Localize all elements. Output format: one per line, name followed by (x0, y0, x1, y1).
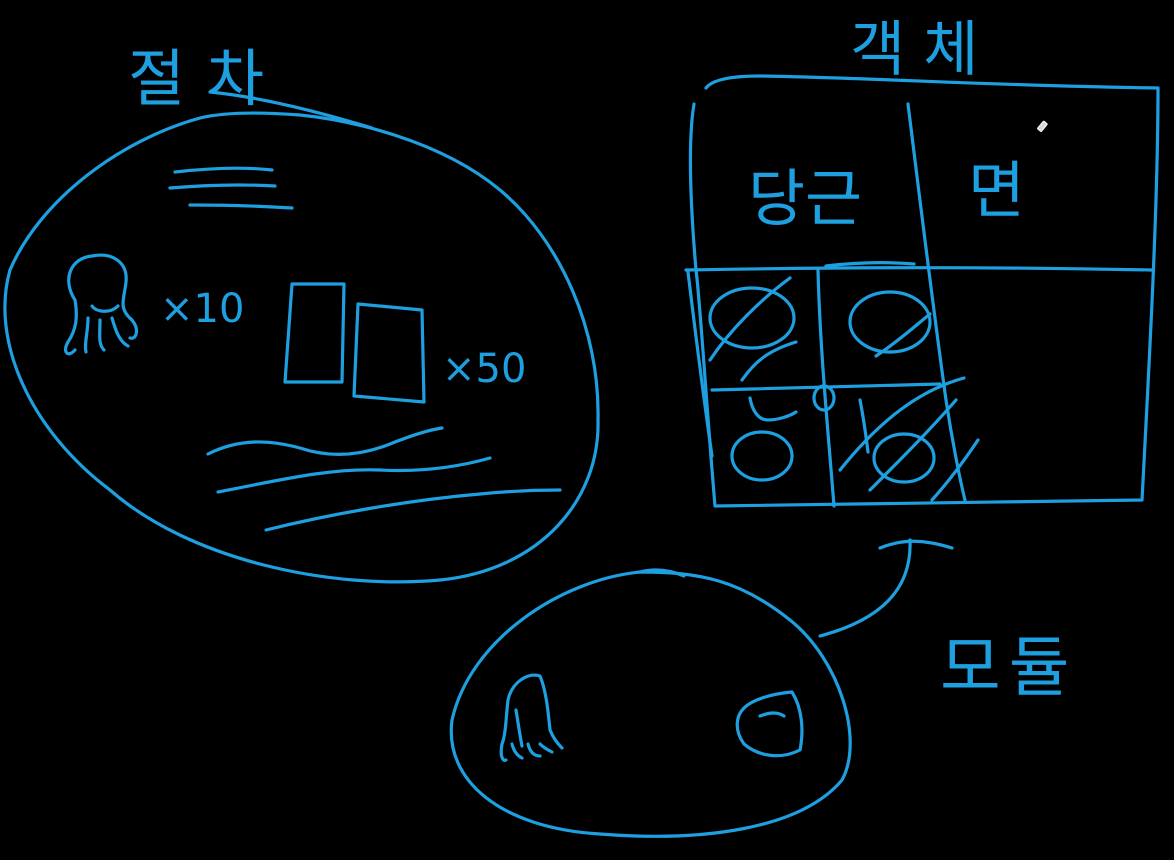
object-row-divider (684, 266, 1154, 272)
carrot-label: 당근 (748, 162, 862, 235)
noodle-label: 면 (968, 154, 1025, 227)
wave-lines-icon (206, 426, 562, 532)
module-title: 모듈 (940, 629, 1077, 706)
text-lines-icon (168, 166, 294, 210)
procedural-group: 절차 ×10 ×50 (3, 42, 600, 584)
multiplier-50: ×50 (442, 346, 526, 392)
procedural-blob (3, 111, 600, 584)
object-table-outline (688, 74, 1160, 508)
procedural-title: 절차 (128, 42, 286, 115)
object-subgrid (686, 261, 942, 508)
procedural-underline (208, 90, 374, 130)
multiplier-10: ×10 (160, 286, 244, 332)
small-glyph-icon (730, 396, 798, 482)
pen-cursor-icon (1037, 120, 1048, 132)
arrow-up-icon (818, 538, 954, 638)
squid-icon (63, 253, 139, 356)
module-blob-notch (638, 568, 686, 578)
rocket-icon (499, 673, 564, 762)
crossed-circle-icon (708, 276, 798, 382)
object-group: 객체 당근 면 (684, 15, 1160, 508)
module-blob (449, 570, 852, 838)
crossed-circle-icon (812, 376, 980, 502)
module-group: 모듈 (449, 568, 1077, 838)
object-title: 객체 (850, 15, 996, 85)
circle-icon (848, 290, 932, 358)
rectangles-icon (283, 282, 426, 404)
bowl-icon (735, 690, 804, 758)
